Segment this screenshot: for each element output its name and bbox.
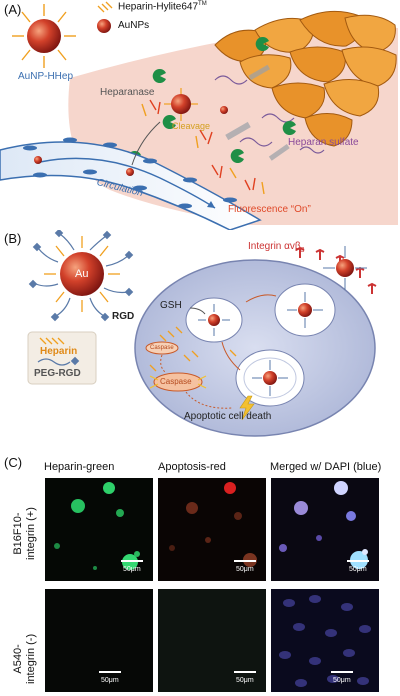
heparan-sulfate-label: Heparan sulfate [288,137,359,148]
heparin-legend-icon [97,1,113,13]
image-a540-merged: 50μm [271,589,379,692]
escape-arrow [221,341,241,371]
integrin-subscript: 3 [300,247,305,254]
panel-c: (C) Heparin-green Apoptosis-red Merged w… [0,452,400,696]
nanoparticle-cell [220,106,228,114]
endosome-arrow [245,294,277,303]
fluorescent-fragments [149,99,256,191]
lightning-icon [239,395,255,421]
gsh-label: GSH [160,300,182,311]
blood-vessel [0,141,262,230]
legend-heparin-label: Heparin [40,346,78,357]
col-header-heparin: Heparin-green [44,461,115,473]
image-a540-apoptosis: 50μm [158,589,266,692]
aunps-legend-label: AuNPs [118,20,150,31]
rgd-label: RGD [112,311,135,322]
au-rgd-particle [28,230,134,322]
endosome-particles [198,292,323,396]
panel-a-illustration [0,1,398,230]
scale-label: 50μm [101,677,119,684]
scale-label: 50μm [236,566,254,573]
row1-label: B16F10- integrin (+) [12,507,37,560]
death-arrow [185,391,233,409]
nanoparticle-small [34,156,42,164]
particle-label: AuNP-HHep [18,71,74,82]
rgd-legend-diamond [70,356,80,366]
heparin-legend-icon [39,337,65,345]
apoptotic-label: Apoptotic cell death [184,411,272,422]
panel-b: (B) Au RGD GSH Integrin αvβ3 Caspase Cas… [0,230,400,450]
cell [344,14,396,53]
fluorescent-fragments-orange [141,103,265,195]
caspase-arrow [160,354,167,374]
heparin-legend-label: Heparin-Hylite647 [118,1,199,13]
row1-label-line1: B16F10- [12,512,24,555]
cell [271,82,326,119]
image-b16f10-heparin: 50μm [45,478,153,581]
scale-bar [234,671,256,673]
legend-box [27,331,97,385]
row1-label-line2: integrin (+) [24,507,37,560]
col-header-merged: Merged w/ DAPI (blue) [270,461,382,473]
scale-bar [347,560,369,562]
scale-label: 50μm [349,566,367,573]
cell [323,79,380,117]
scale-label: 50μm [333,677,351,684]
cell [341,46,397,87]
image-a540-heparin: 50μm [45,589,153,692]
panel-a-label: (A) [4,2,22,17]
scale-bar [121,560,143,562]
heparin-legend-text: Heparin-Hylite647TM [118,1,207,12]
scale-label: 50μm [236,677,254,684]
extravasation-arrow [131,121,161,166]
panel-b-label: (B) [4,231,22,246]
caspase-sparks [149,375,207,389]
cancer-cell-cluster [214,10,397,147]
col-header-apoptosis: Apoptosis-red [158,461,226,473]
scale-bar [234,560,256,562]
scale-label: 50μm [123,566,141,573]
caspase-active-shape [153,372,203,392]
released-heparin [149,326,237,372]
caspase-label: Caspase [160,377,192,386]
aunps-legend-icon [97,19,111,33]
aunp-hhep-particle [12,4,76,68]
cell [304,113,353,147]
ecm-sheets [225,64,290,161]
vessel-cells [23,137,237,209]
trademark: TM [198,1,207,7]
fluorescence-label: Fluorescence “On” [228,204,311,215]
scale-bar [331,671,353,673]
heparanase-label: Heparanase [100,87,155,98]
cleavage-particle [164,88,198,121]
panel-c-label: (C) [4,455,23,470]
cleavage-label: Cleavage [172,121,211,131]
row2-label-line1: A540- [12,644,24,674]
image-b16f10-apoptosis: 50μm [158,478,266,581]
scale-bar [99,671,121,673]
row2-label-line2: integrin (-) [24,633,37,684]
integrin-text: Integrin αvβ [248,241,301,252]
heparanase-enzymes [127,37,296,165]
circulation-arrow [39,157,216,209]
legend-peg-rgd-label: PEG-RGD [34,368,81,379]
image-b16f10-merged: 50μm [271,478,379,581]
au-label: Au [75,268,89,280]
caspase-small-label: Caspase [150,345,174,351]
row2-label: A540- integrin (-) [12,634,37,684]
caspase-small-shape [145,341,179,355]
integrin-label: Integrin αvβ3 [248,241,305,255]
nanoparticle-small [126,168,134,176]
peg-rgd-legend-icon [37,358,71,366]
endosome-inner [243,357,297,399]
panel-a: (A) Heparin-Hylite647TM AuNPs AuNP-HHep … [0,0,400,230]
cell [289,46,346,83]
gsh-arrow [189,307,206,315]
panel-b-illustration [27,230,377,437]
incoming-particle [323,246,367,290]
cell [254,17,314,53]
